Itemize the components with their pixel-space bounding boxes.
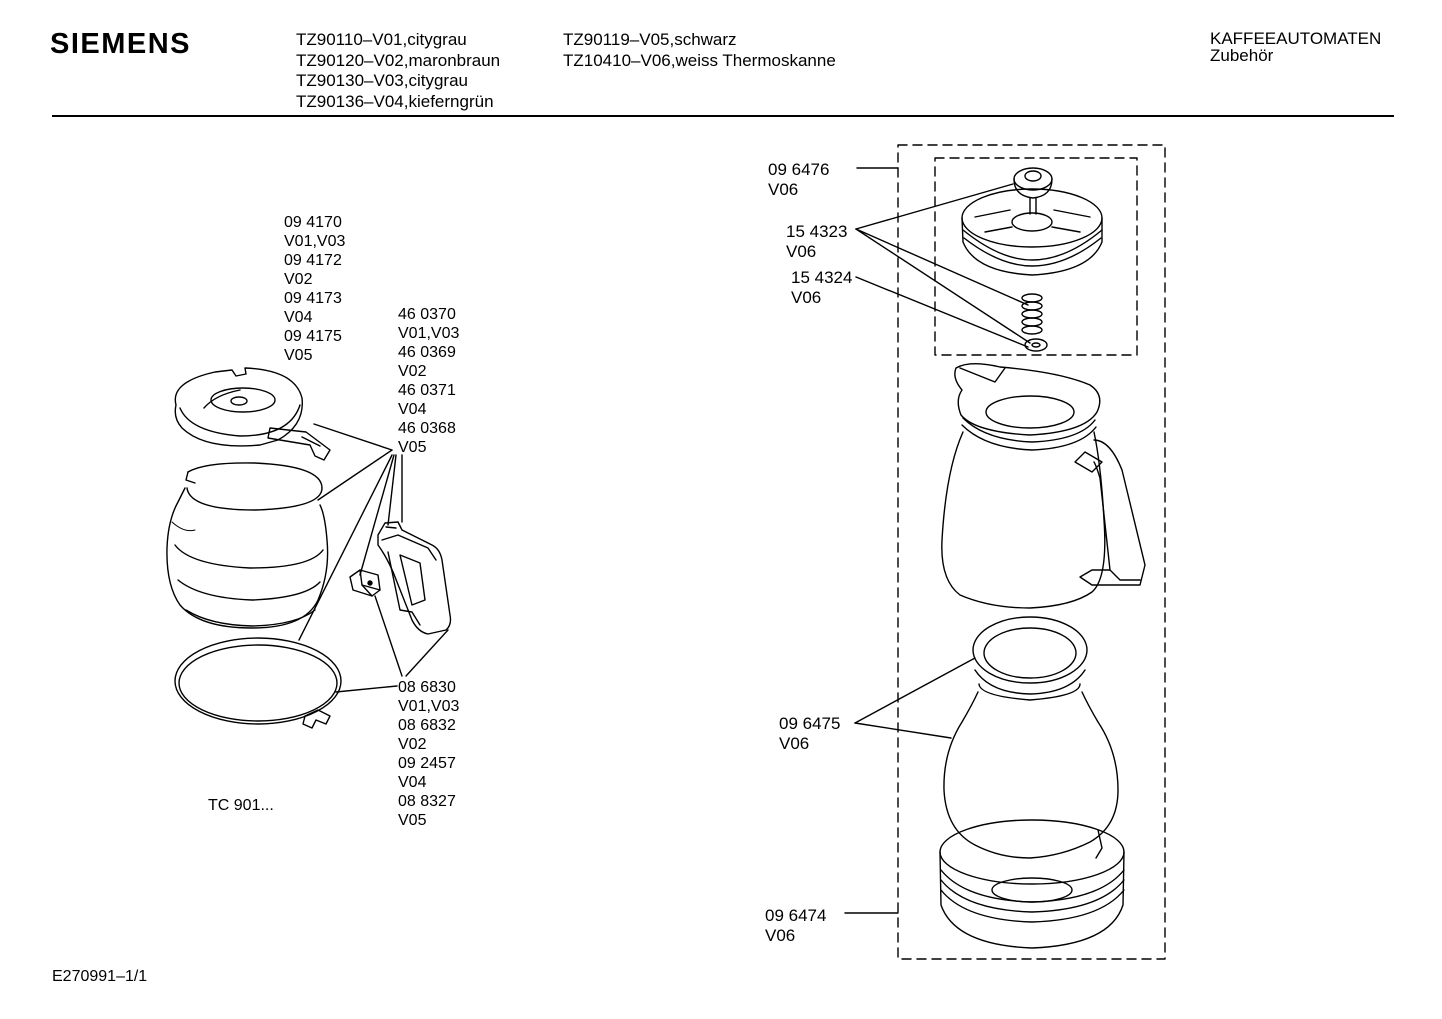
part-096476-label: 09 6476 V06	[768, 160, 829, 200]
part-variant: V01,V03	[398, 698, 460, 715]
lid-part-numbers: 09 4170 V01,V03 09 4172 V02 09 4173 V04 …	[284, 213, 345, 365]
part-number: 46 0370	[398, 306, 456, 323]
carafe-part-numbers: 46 0370 V01,V03 46 0369 V02 46 0371 V04 …	[398, 305, 459, 457]
part-number: 46 0371	[398, 382, 456, 399]
part-variant: V05	[398, 439, 427, 456]
left-leader-lines	[298, 423, 449, 693]
thermos-lid-drawing	[961, 167, 1103, 276]
part-number: 08 8327	[398, 793, 456, 810]
part-number: 15 4323	[786, 222, 848, 241]
brand-logo: SIEMENS	[50, 28, 192, 60]
model-line: TZ90110–V01,citygrau	[296, 30, 467, 49]
lid-assembly-frame	[934, 157, 1138, 356]
part-variant: V02	[398, 363, 427, 380]
thermos-set-frame	[897, 144, 1166, 960]
part-variant: V06	[786, 242, 817, 261]
thermos-jug-drawing	[941, 363, 1146, 609]
handle-part-numbers: 08 6830 V01,V03 08 6832 V02 09 2457 V04 …	[398, 678, 459, 830]
category-title: KAFFEEAUTOMATEN	[1210, 29, 1382, 48]
part-variant: V02	[284, 271, 313, 288]
part-number: 09 4175	[284, 328, 342, 345]
part-variant: V06	[765, 926, 796, 945]
part-096475-label: 09 6475 V06	[779, 714, 840, 754]
part-variant: V04	[398, 401, 427, 418]
part-variant: V05	[398, 812, 427, 829]
glass-carafe-drawing	[166, 462, 329, 629]
part-number: 46 0369	[398, 344, 456, 361]
model-list-2: TZ90119–V05,schwarz TZ10410–V06,weiss Th…	[563, 30, 836, 71]
part-variant: V06	[779, 734, 810, 753]
part-variant: V01,V03	[284, 233, 346, 250]
part-variant: V02	[398, 736, 427, 753]
model-list-1: TZ90110–V01,citygrau TZ90120–V02,maronbr…	[296, 30, 500, 112]
part-variant: V06	[768, 180, 799, 199]
part-154324-label: 15 4324 V06	[791, 268, 852, 308]
carafe-ring-drawing	[174, 637, 342, 729]
small-clip-drawing	[349, 569, 381, 597]
model-line: TZ90119–V05,schwarz	[563, 30, 737, 49]
thermos-base-drawing	[939, 819, 1125, 949]
part-number: 46 0368	[398, 420, 456, 437]
part-number: 09 6474	[765, 906, 827, 925]
part-number: 08 6832	[398, 717, 456, 734]
model-line: TZ90120–V02,maronbraun	[296, 50, 501, 70]
part-number: 09 6476	[768, 160, 830, 179]
filter-lid-drawing	[174, 367, 331, 461]
part-variant: V04	[284, 309, 313, 326]
header-divider	[52, 115, 1394, 117]
part-variant: V05	[284, 347, 313, 364]
spring-drawing	[1021, 293, 1043, 335]
part-variant: V04	[398, 774, 427, 791]
part-number: 09 6475	[779, 714, 841, 733]
part-number: 09 2457	[398, 755, 456, 772]
washer-drawing	[1024, 338, 1048, 352]
part-154323-label: 15 4323 V06	[786, 222, 847, 262]
part-variant: V01,V03	[398, 325, 460, 342]
glass-insert-drawing	[943, 616, 1119, 859]
category-subtitle: Zubehör	[1210, 46, 1274, 65]
part-number: 09 4172	[284, 252, 342, 269]
part-variant: V06	[791, 288, 822, 307]
model-line: TZ90136–V04,kieferngrün	[296, 91, 494, 111]
part-number: 09 4170	[284, 214, 342, 231]
model-line: TZ10410–V06,weiss Thermoskanne	[563, 50, 836, 70]
part-number: 08 6830	[398, 679, 456, 696]
model-label: TC 901...	[208, 797, 274, 814]
drawing-code: E270991–1/1	[52, 968, 148, 985]
right-leader-lines	[844, 167, 1031, 914]
category-block: KAFFEEAUTOMATEN Zubehör	[1210, 30, 1381, 64]
part-number: 09 4173	[284, 290, 342, 307]
part-number: 15 4324	[791, 268, 853, 287]
part-096474-label: 09 6474 V06	[765, 906, 826, 946]
carafe-handle-drawing	[377, 521, 452, 635]
model-line: TZ90130–V03,citygrau	[296, 71, 468, 90]
